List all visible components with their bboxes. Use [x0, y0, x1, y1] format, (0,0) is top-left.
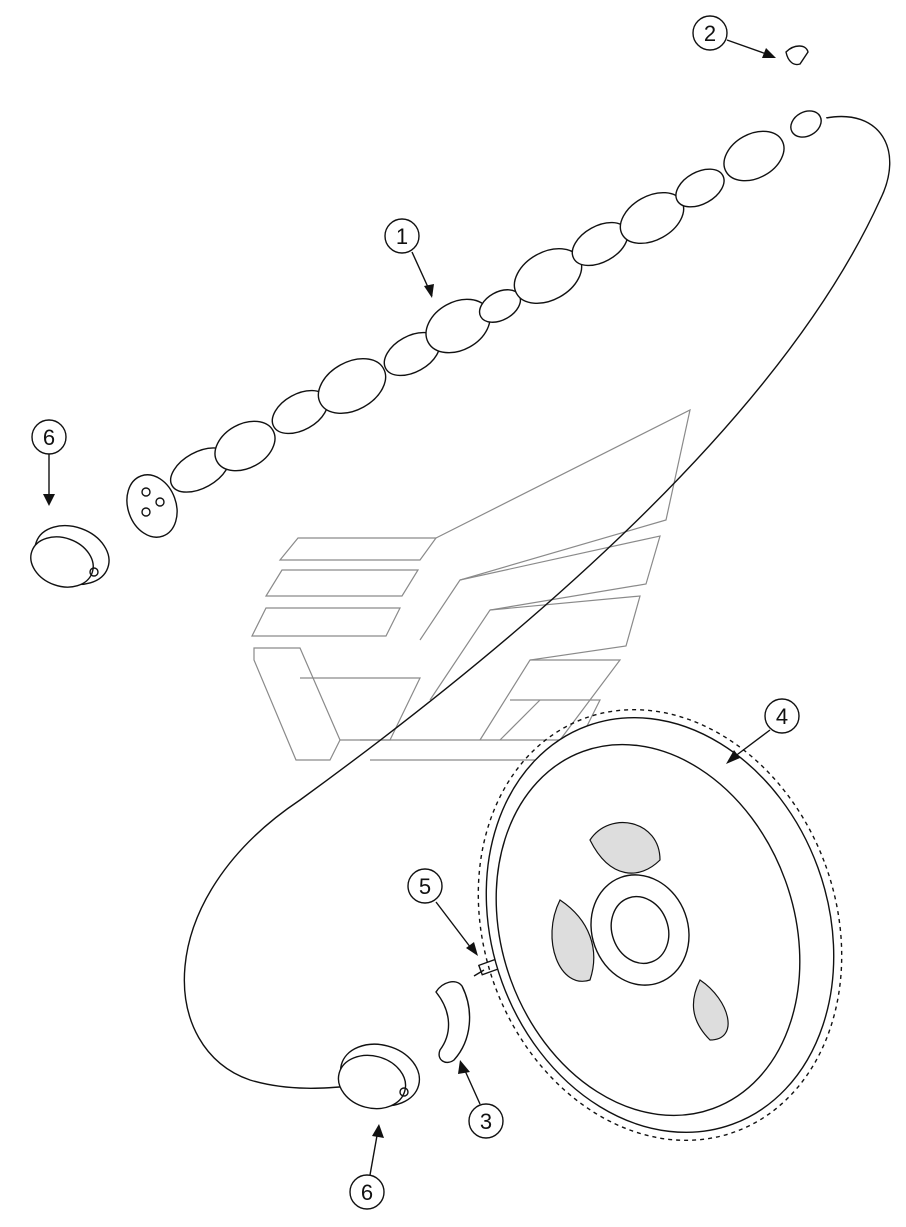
callout-3: 3	[458, 1060, 504, 1139]
callout-2: 2	[692, 15, 776, 58]
callout-label: 6	[43, 425, 55, 450]
callout-label: 4	[776, 704, 788, 729]
camshaft-bushing-lower	[337, 1043, 421, 1110]
callout-1: 1	[384, 218, 434, 298]
watermark-logo	[251, 408, 691, 761]
assembly-leader-curve	[183, 115, 891, 1089]
callout-4: 4	[726, 698, 800, 764]
camshaft	[126, 110, 828, 538]
callout-label: 1	[396, 224, 408, 249]
callout-6-upper: 6	[31, 419, 67, 506]
callout-label: 2	[704, 21, 716, 46]
callout-6-lower: 6	[349, 1124, 385, 1210]
camshaft-bushing-upper	[30, 524, 110, 588]
callout-5: 5	[407, 868, 478, 956]
callout-label: 3	[480, 1109, 492, 1134]
callout-label: 5	[419, 874, 431, 899]
woodruff-key	[785, 45, 809, 66]
callout-label: 6	[361, 1180, 373, 1205]
thrust-plate	[435, 981, 471, 1064]
camshaft-gear	[477, 708, 843, 1142]
